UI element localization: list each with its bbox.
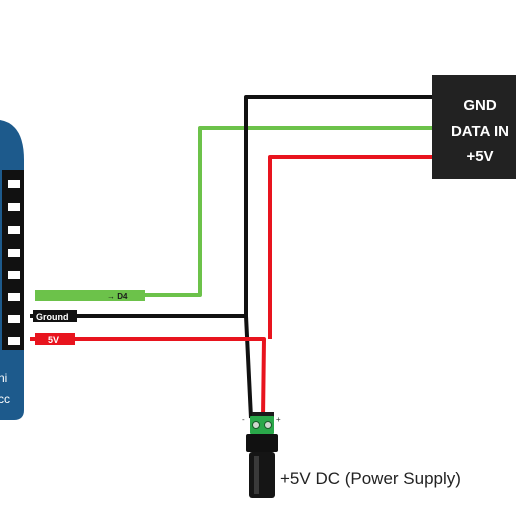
header-pin <box>8 249 20 257</box>
terminal-top <box>252 412 274 418</box>
plus-5v-label: +5V <box>466 148 493 165</box>
header-pin <box>8 203 20 211</box>
board-label-1: ni <box>0 371 7 385</box>
board-label-2: cc <box>0 392 10 406</box>
led-strip-connector: GND DATA IN +5V <box>432 75 516 179</box>
jack-body <box>249 452 275 498</box>
wires <box>30 95 432 419</box>
terminal-plus-label: + <box>276 415 281 424</box>
ground-label: Ground <box>36 312 69 322</box>
header-pin <box>8 180 20 188</box>
header-pin <box>8 293 20 301</box>
pin-header <box>2 170 24 350</box>
data-in-label: DATA IN <box>451 123 509 140</box>
d4-label-bg <box>35 290 145 301</box>
header-pin <box>8 226 20 234</box>
dc-barrel-jack: - + <box>242 412 281 498</box>
screw-terminal <box>250 416 274 434</box>
gnd-label: GND <box>463 97 497 114</box>
pin-labels: → D4 Ground 5V <box>33 290 145 345</box>
screw-minus <box>252 421 260 429</box>
five-v-label: 5V <box>48 335 59 345</box>
power-wire-strip <box>268 155 432 339</box>
data-wire <box>35 126 432 297</box>
jack-highlight <box>254 456 259 494</box>
power-wire-board <box>30 337 266 419</box>
led-strip-box <box>432 75 516 179</box>
header-pin <box>8 271 20 279</box>
header-pin <box>8 337 20 345</box>
ground-label-bg <box>33 310 77 322</box>
five-v-label-bg <box>35 333 75 345</box>
terminal-minus-label: - <box>242 415 245 424</box>
header-pins <box>8 180 20 345</box>
screw-plus <box>264 421 272 429</box>
d4-label: → D4 <box>107 292 128 301</box>
microcontroller-board: ni cc <box>0 120 24 420</box>
ground-wire-strip <box>244 95 432 419</box>
header-pin <box>8 315 20 323</box>
power-supply-label: +5V DC (Power Supply) <box>280 469 461 488</box>
jack-collar <box>246 434 278 452</box>
